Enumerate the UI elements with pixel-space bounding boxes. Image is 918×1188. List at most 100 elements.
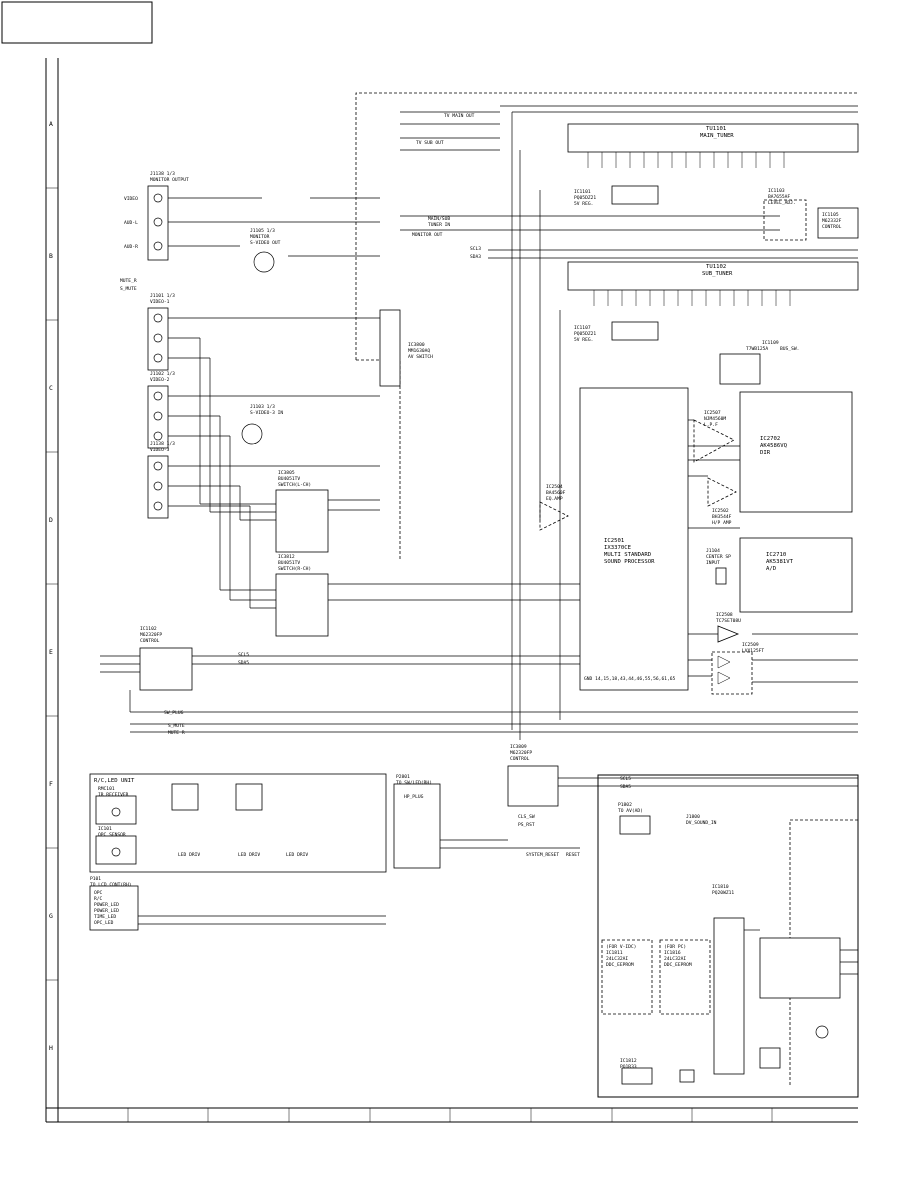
opc-desc: OPC SENSOR	[98, 832, 126, 838]
ic1103-ref: IC1103	[768, 188, 785, 194]
ic1101-block: IC1101 PQ05DZ21 5V REG.	[574, 185, 659, 207]
ic2509-ref: IC2509	[742, 642, 759, 648]
ic3800-func: AV SWITCH	[408, 354, 433, 360]
jack-svideo-in-ref: J1103 1/3	[250, 404, 275, 410]
ic3809-block: IC3809 M62320FP CONTROL	[507, 744, 559, 807]
led-drive-1: LED DRIV	[178, 852, 200, 858]
sub-tuner: TU1102 SUB_TUNER	[567, 261, 859, 291]
p101-pin-6: OPC_LED	[94, 920, 114, 926]
signal-labels: MUTE_R S_MUTE TV MAIN OUT TV SUB OUT MON…	[120, 113, 631, 858]
ic2508-ref: IC2508	[716, 612, 733, 618]
ic3805-part: BU4051TV	[278, 476, 300, 482]
jack-monitor-audr: AUD-R	[124, 244, 138, 250]
ic2504-ref: IC2504	[546, 484, 563, 490]
ic2501-part: IX3370CE	[604, 545, 632, 551]
label-sda5-b: SDA5	[620, 784, 631, 790]
ic1810-ref: IC1810	[712, 884, 729, 890]
ic2702-part: AK4586VQ	[760, 443, 788, 449]
label-ps-rst: PS_RST	[518, 822, 535, 828]
jack-video-2: J1102 1/3 VIDEO-2	[147, 371, 175, 449]
main-tuner-name: MAIN_TUNER	[700, 133, 734, 139]
ic3812-ref: IC3812	[278, 554, 295, 560]
jack-video2-name: VIDEO-2	[150, 377, 170, 383]
ic3809-func: CONTROL	[510, 756, 530, 762]
sub-tuner-name: SUB_TUNER	[702, 271, 733, 277]
label-mute-r: MUTE_R	[120, 278, 137, 284]
ic1101-func: 5V REG.	[574, 201, 593, 207]
ic2504-func: EQ.AMP	[546, 496, 563, 502]
ic3812-part: BU4051TV	[278, 560, 300, 566]
j1800-connector: J1800 DV_SOUND_IN	[686, 814, 717, 826]
ic3805-ref: IC3805	[278, 470, 295, 476]
label-tuner-in: TUNER IN	[428, 222, 450, 228]
ic2509-part: LVX125FT	[742, 648, 764, 654]
label-sda3: SDA3	[470, 254, 481, 260]
ic2502-ref: IC2502	[712, 508, 729, 514]
jack-monitor-output: J1138 1/3 MONITOR OUTPUT VIDEO AUD-L AUD…	[124, 171, 189, 261]
j1800-ref: J1800	[686, 814, 700, 820]
jack-video-1: J1101 1/3 VIDEO-1	[147, 293, 175, 371]
opc-ref: IC101	[98, 826, 112, 832]
p101-name: TO LCD CONT(RH)	[90, 882, 132, 888]
grid-row-b: B	[49, 252, 53, 260]
ic1105-block: IC1105 M62332F CONTROL	[817, 207, 859, 239]
ic1109-func: BUS_SW.	[780, 346, 799, 352]
grid-row-g: G	[49, 912, 53, 920]
ir-desc: IR RECEIVER	[98, 792, 129, 798]
label-s-mute: S_MUTE	[120, 286, 137, 292]
p101-pin-5: TIME_LED	[94, 914, 116, 920]
p1802-connector: P1802 TO AV(AD)	[618, 802, 651, 835]
eeprom-a-role: DDC_EEPROM	[606, 962, 634, 968]
grid-row-h: H	[49, 1044, 53, 1052]
eeprom-b-part: 24LC32AI	[664, 956, 686, 962]
ic1810-part: PQ20WZ11	[712, 890, 734, 896]
ic2502-part: BH3544F	[712, 514, 732, 520]
j1104-block: J1104 CENTER SP INPUT	[706, 548, 731, 585]
ic1102-ref: IC1102	[140, 626, 157, 632]
jack-svideo-out-name: MONITOR	[250, 234, 270, 240]
jack-svideo-out-ref: J1105 1/3	[250, 228, 275, 234]
ic3812-func: SWITCH(R-CH)	[278, 566, 311, 572]
label-tv-main-out: TV MAIN OUT	[444, 113, 475, 119]
ic2507-part: NJM4560M	[704, 416, 726, 422]
grid-row-e: E	[49, 648, 53, 656]
ic2507-ref: IC2507	[704, 410, 721, 416]
label-sda5: SDA5	[238, 660, 249, 666]
label-main-sub: MAIN/SUB	[428, 216, 450, 222]
ic3809-ref: IC3809	[510, 744, 527, 750]
jack-video1-name: VIDEO-1	[150, 299, 170, 305]
ic2702-block: IC2702 AK4586VQ DIR	[739, 391, 853, 513]
eeprom-a-ref: IC1811	[606, 950, 623, 956]
rc-led-title: R/C,LED UNIT	[94, 778, 135, 784]
grid-row-labels: A B C D E F G H	[49, 120, 53, 1052]
jack-monitor-name: MONITOR OUTPUT	[150, 177, 189, 183]
ic2504-block: IC2504 BA4560F EQ.AMP	[539, 484, 569, 531]
ic3805-func: SWITCH(L-CH)	[278, 482, 311, 488]
ic1102-func: CONTROL	[140, 638, 160, 644]
ic1101-part: PQ05DZ21	[574, 195, 596, 201]
p1802-name: TO AV(AD)	[618, 808, 643, 814]
eeprom-b-ref: IC1816	[664, 950, 681, 956]
jack-monitor-audl: AUD-L	[124, 220, 138, 226]
ic2502-block: IC2502 BH3544F H/P AMP	[707, 477, 737, 526]
label-reset: RESET	[566, 852, 580, 858]
grid-row-c: C	[49, 384, 53, 392]
ic1105-part: M62332F	[822, 218, 842, 224]
ic1102-block: IC1102 M62320FP CONTROL	[139, 626, 193, 691]
ic1107-ref: IC1107	[574, 325, 591, 331]
ic1109-ref: IC1109	[762, 340, 779, 346]
ic2710-func: A/D	[766, 566, 777, 572]
ic3800-part: MM1630AQ	[408, 348, 430, 354]
ic1107-func: 5V REG.	[574, 337, 593, 343]
eeprom-a-for: (FOR V-IDC)	[606, 944, 636, 950]
jack-video-3: J1138 1/3 VIDEO-3	[147, 441, 175, 519]
j1800-name: DV_SOUND_IN	[686, 820, 717, 826]
p101-pin-1: OPC	[94, 890, 103, 896]
page-frame	[1, 1, 858, 1123]
ic1103-part: BA7655AF	[768, 194, 790, 200]
jack-video3-ref: J1138 1/3	[150, 441, 175, 447]
ic2502-func: H/P AMP	[712, 520, 732, 526]
eeprom-area: IC1810 PQ20WZ11 (FOR V-IDC) IC1811 24LC3…	[601, 884, 841, 1085]
sub-tuner-pins	[593, 290, 791, 306]
label-scl3: SCL3	[470, 246, 481, 252]
